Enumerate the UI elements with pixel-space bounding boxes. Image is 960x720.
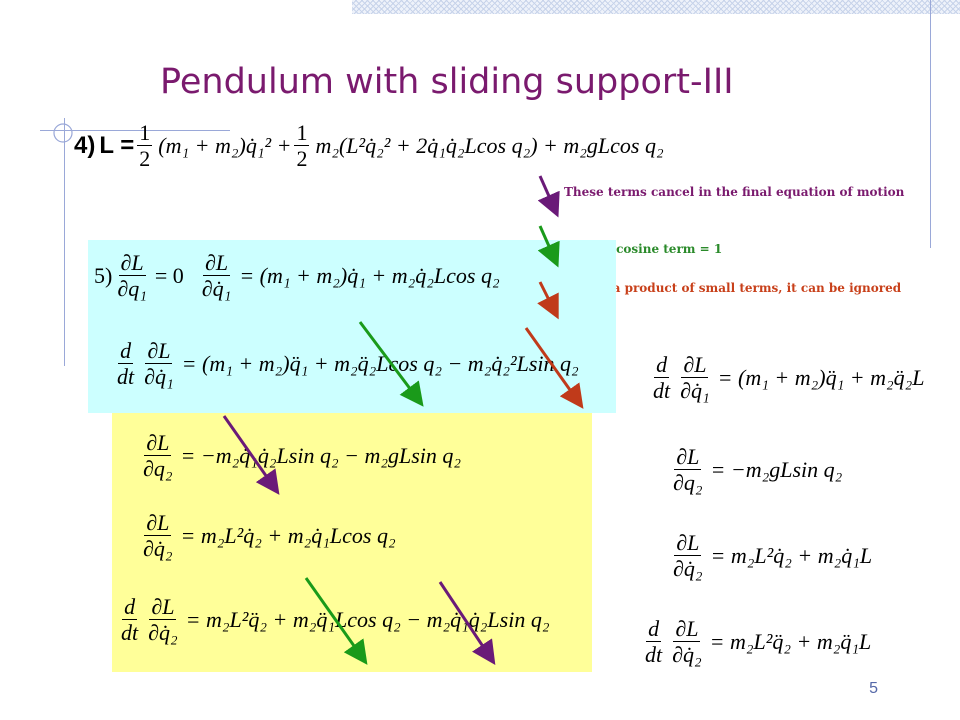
yellow-equation-panel (112, 413, 592, 672)
r1-num: ∂L (681, 352, 709, 379)
r1-rhs: = (m₁ + m₂)q̈₁ + m₂q̈₂L (717, 364, 925, 390)
r1-d-den: dt (653, 378, 671, 404)
r3-den: ∂q̇₂ (673, 556, 703, 582)
eq4-term1: (m₁ + m₂)q̇₁² + (158, 132, 292, 158)
r3-num: ∂L (674, 530, 702, 557)
left-accent-line (64, 118, 65, 366)
eq4-label: 4) (74, 131, 96, 159)
r3-rhs: = m₂L²q̇₂ + m₂q̇₁L (710, 542, 873, 568)
eq6c-fraction: ∂L ∂q̇₂ (146, 594, 180, 646)
right-accent-line (930, 0, 931, 248)
eq4-half-fraction: 1 2 (137, 120, 153, 172)
r2-rhs: = −m₂gLsin q₂ (710, 456, 843, 482)
purple-arrow-eq6a (222, 415, 280, 495)
eq5b-den: ∂q̇₁ (144, 364, 174, 390)
eq4-frac-den: 2 (139, 146, 151, 172)
r4-num: ∂L (673, 616, 701, 643)
eq4-frac-num: 1 (137, 120, 153, 147)
r1-d-num: d (654, 352, 670, 379)
green-arrow-eq6c (304, 577, 368, 665)
eq5a-label: 5) (94, 262, 113, 288)
eq5b-fraction: ∂L ∂q̇₁ (142, 338, 176, 390)
eq6b-fraction: ∂L ∂q̇₂ (141, 510, 175, 562)
eq6a-num: ∂L (144, 430, 172, 457)
eq6c-num: ∂L (149, 594, 177, 621)
equation-6a: ∂L ∂q₂ = −m₂q̇₁q̇₂Lsin q₂ − m₂gLsin q₂ (138, 430, 461, 482)
slide-title: Pendulum with sliding support-III (160, 62, 734, 102)
equation-4: 4) L = 1 2 (m₁ + m₂)q̇₁² + 1 2 m₂(L²q̇₂²… (74, 120, 664, 172)
top-decorative-band (352, 0, 960, 14)
eq5a-fraction-2: ∂L ∂q̇₁ (200, 250, 234, 302)
eq5a-num: ∂L (118, 250, 146, 277)
r2-den: ∂q₂ (673, 470, 703, 496)
eq6c-d-fraction: d dt (119, 594, 140, 646)
purple-arrow-eq6c (438, 581, 496, 665)
eq6a-fraction: ∂L ∂q₂ (141, 430, 175, 482)
eq6c-d-den: dt (121, 620, 139, 646)
r4-den: ∂q̇₂ (672, 642, 702, 668)
eq5a-fraction: ∂L ∂q₁ (115, 250, 149, 302)
equation-6c: d dt ∂L ∂q̇₂ = m₂L²q̈₂ + m₂q̈₁Lcos q₂ − … (116, 594, 550, 646)
r2-num: ∂L (674, 444, 702, 471)
eq5b-rhs: = (m₁ + m₂)q̈₁ + m₂q̈₂Lcos q₂ − m₂q̇₂²Ls… (181, 350, 579, 376)
eq6c-rhs: = m₂L²q̈₂ + m₂q̈₁Lcos q₂ − m₂q̇₁q̇₂Lsin … (185, 606, 550, 632)
legend-arrow-red (537, 281, 559, 320)
eq6c-den: ∂q̇₂ (148, 620, 178, 646)
eq4-lhs: L = (99, 131, 135, 159)
eq5a-rhs1: = 0 (154, 262, 184, 288)
page-number: 5 (869, 680, 878, 697)
eq6a-den: ∂q₂ (143, 456, 173, 482)
r2-fraction: ∂L ∂q₂ (671, 444, 705, 496)
r4-fraction: ∂L ∂q̇₂ (670, 616, 704, 668)
equation-r1: d dt ∂L ∂q̇₁ = (m₁ + m₂)q̈₁ + m₂q̈₂L (648, 352, 925, 404)
eq6c-d-num: d (122, 594, 138, 621)
eq5a-num2: ∂L (202, 250, 231, 277)
r1-fraction: ∂L ∂q̇₁ (678, 352, 712, 404)
r4-rhs: = m₂L²q̈₂ + m₂q̈₁L (709, 628, 872, 654)
eq5b-d-den: dt (117, 364, 135, 390)
equation-r4: d dt ∂L ∂q̇₂ = m₂L²q̈₂ + m₂q̈₁L (640, 616, 871, 668)
eq5a-den: ∂q₁ (117, 276, 147, 302)
equation-5b: d dt ∂L ∂q̇₁ = (m₁ + m₂)q̈₁ + m₂q̈₂Lcos … (112, 338, 579, 390)
corner-circle-ornament (53, 123, 73, 143)
eq5a-den2: ∂q̇₁ (201, 276, 232, 302)
eq5b-d-fraction: d dt (115, 338, 136, 390)
equation-r3: ∂L ∂q̇₂ = m₂L²q̇₂ + m₂q̇₁L (668, 530, 872, 582)
r1-d-fraction: d dt (651, 352, 672, 404)
eq5b-num: ∂L (145, 338, 173, 365)
eq4-term2: m₂(L²q̇₂² + 2q̇₁q̇₂Lcos q₂) + m₂gLcos q₂ (315, 132, 664, 158)
eq4-frac2-num: 1 (294, 120, 310, 147)
eq6b-rhs: = m₂L²q̇₂ + m₂q̇₁Lcos q₂ (180, 522, 396, 548)
eq4-half-fraction-2: 1 2 (294, 120, 310, 172)
eq6b-num: ∂L (144, 510, 172, 537)
green-arrow-eq5b (358, 321, 424, 407)
red-arrow-eq5b (524, 327, 584, 409)
r4-d-num: d (646, 616, 662, 643)
note-small-terms: This is a product of small terms, it can… (564, 281, 902, 295)
cyan-equation-panel (88, 240, 616, 413)
r4-d-den: dt (645, 642, 663, 668)
equation-6b: ∂L ∂q̇₂ = m₂L²q̇₂ + m₂q̇₁Lcos q₂ (138, 510, 396, 562)
note-cancel-terms: These terms cancel in the final equation… (564, 185, 905, 199)
eq6a-rhs: = −m₂q̇₁q̇₂Lsin q₂ − m₂gLsin q₂ (180, 442, 462, 468)
title-underline (40, 130, 230, 131)
legend-arrow-purple (537, 175, 560, 218)
legend-arrow-green (537, 225, 560, 268)
equation-5a: 5) ∂L ∂q₁ = 0 ∂L ∂q̇₁ = (m₁ + m₂)q̇₁ + m… (94, 250, 500, 302)
eq6b-den: ∂q̇₂ (143, 536, 173, 562)
r1-den: ∂q̇₁ (680, 378, 710, 404)
eq5a-rhs2: = (m₁ + m₂)q̇₁ + m₂q̇₂Lcos q₂ (239, 262, 500, 288)
equation-r2: ∂L ∂q₂ = −m₂gLsin q₂ (668, 444, 842, 496)
r3-fraction: ∂L ∂q̇₂ (671, 530, 705, 582)
eq4-frac2-den: 2 (296, 146, 308, 172)
eq5b-d-num: d (118, 338, 134, 365)
r4-d-fraction: d dt (643, 616, 664, 668)
